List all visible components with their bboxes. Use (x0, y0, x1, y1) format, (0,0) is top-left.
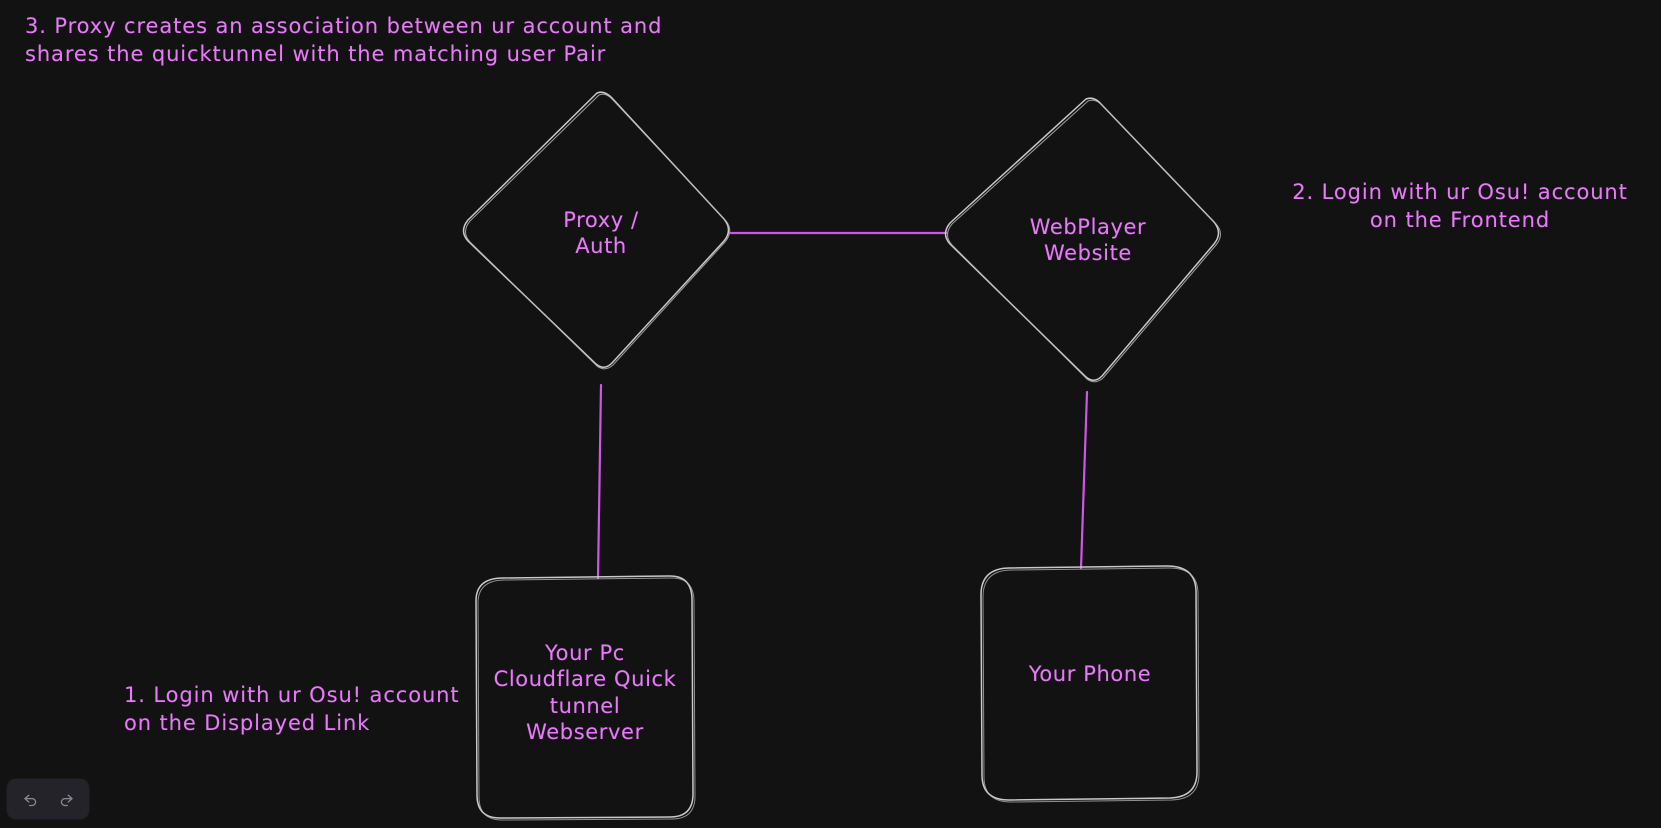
node-shape-webplayer-website[interactable] (944, 97, 1222, 383)
node-shape-your-phone[interactable] (980, 565, 1200, 803)
annotation-step-1: 1. Login with ur Osu! account on the Dis… (124, 683, 460, 736)
redo-arrow-icon (58, 791, 75, 808)
node-shape-your-pc[interactable] (475, 575, 696, 821)
node-shape-proxy-auth[interactable] (462, 91, 731, 370)
history-toolbar[interactable] (7, 779, 89, 819)
redo-button[interactable] (52, 786, 80, 812)
undo-arrow-icon (22, 791, 39, 808)
undo-button[interactable] (16, 786, 44, 812)
connector-webplayer-to-yourphone[interactable] (1079, 390, 1089, 570)
connector-proxy-to-yourpc[interactable] (596, 383, 603, 580)
annotation-step-2: 2. Login with ur Osu! account on the Fro… (1292, 180, 1628, 233)
annotation-step-3: 3. Proxy creates an association between … (25, 14, 663, 67)
